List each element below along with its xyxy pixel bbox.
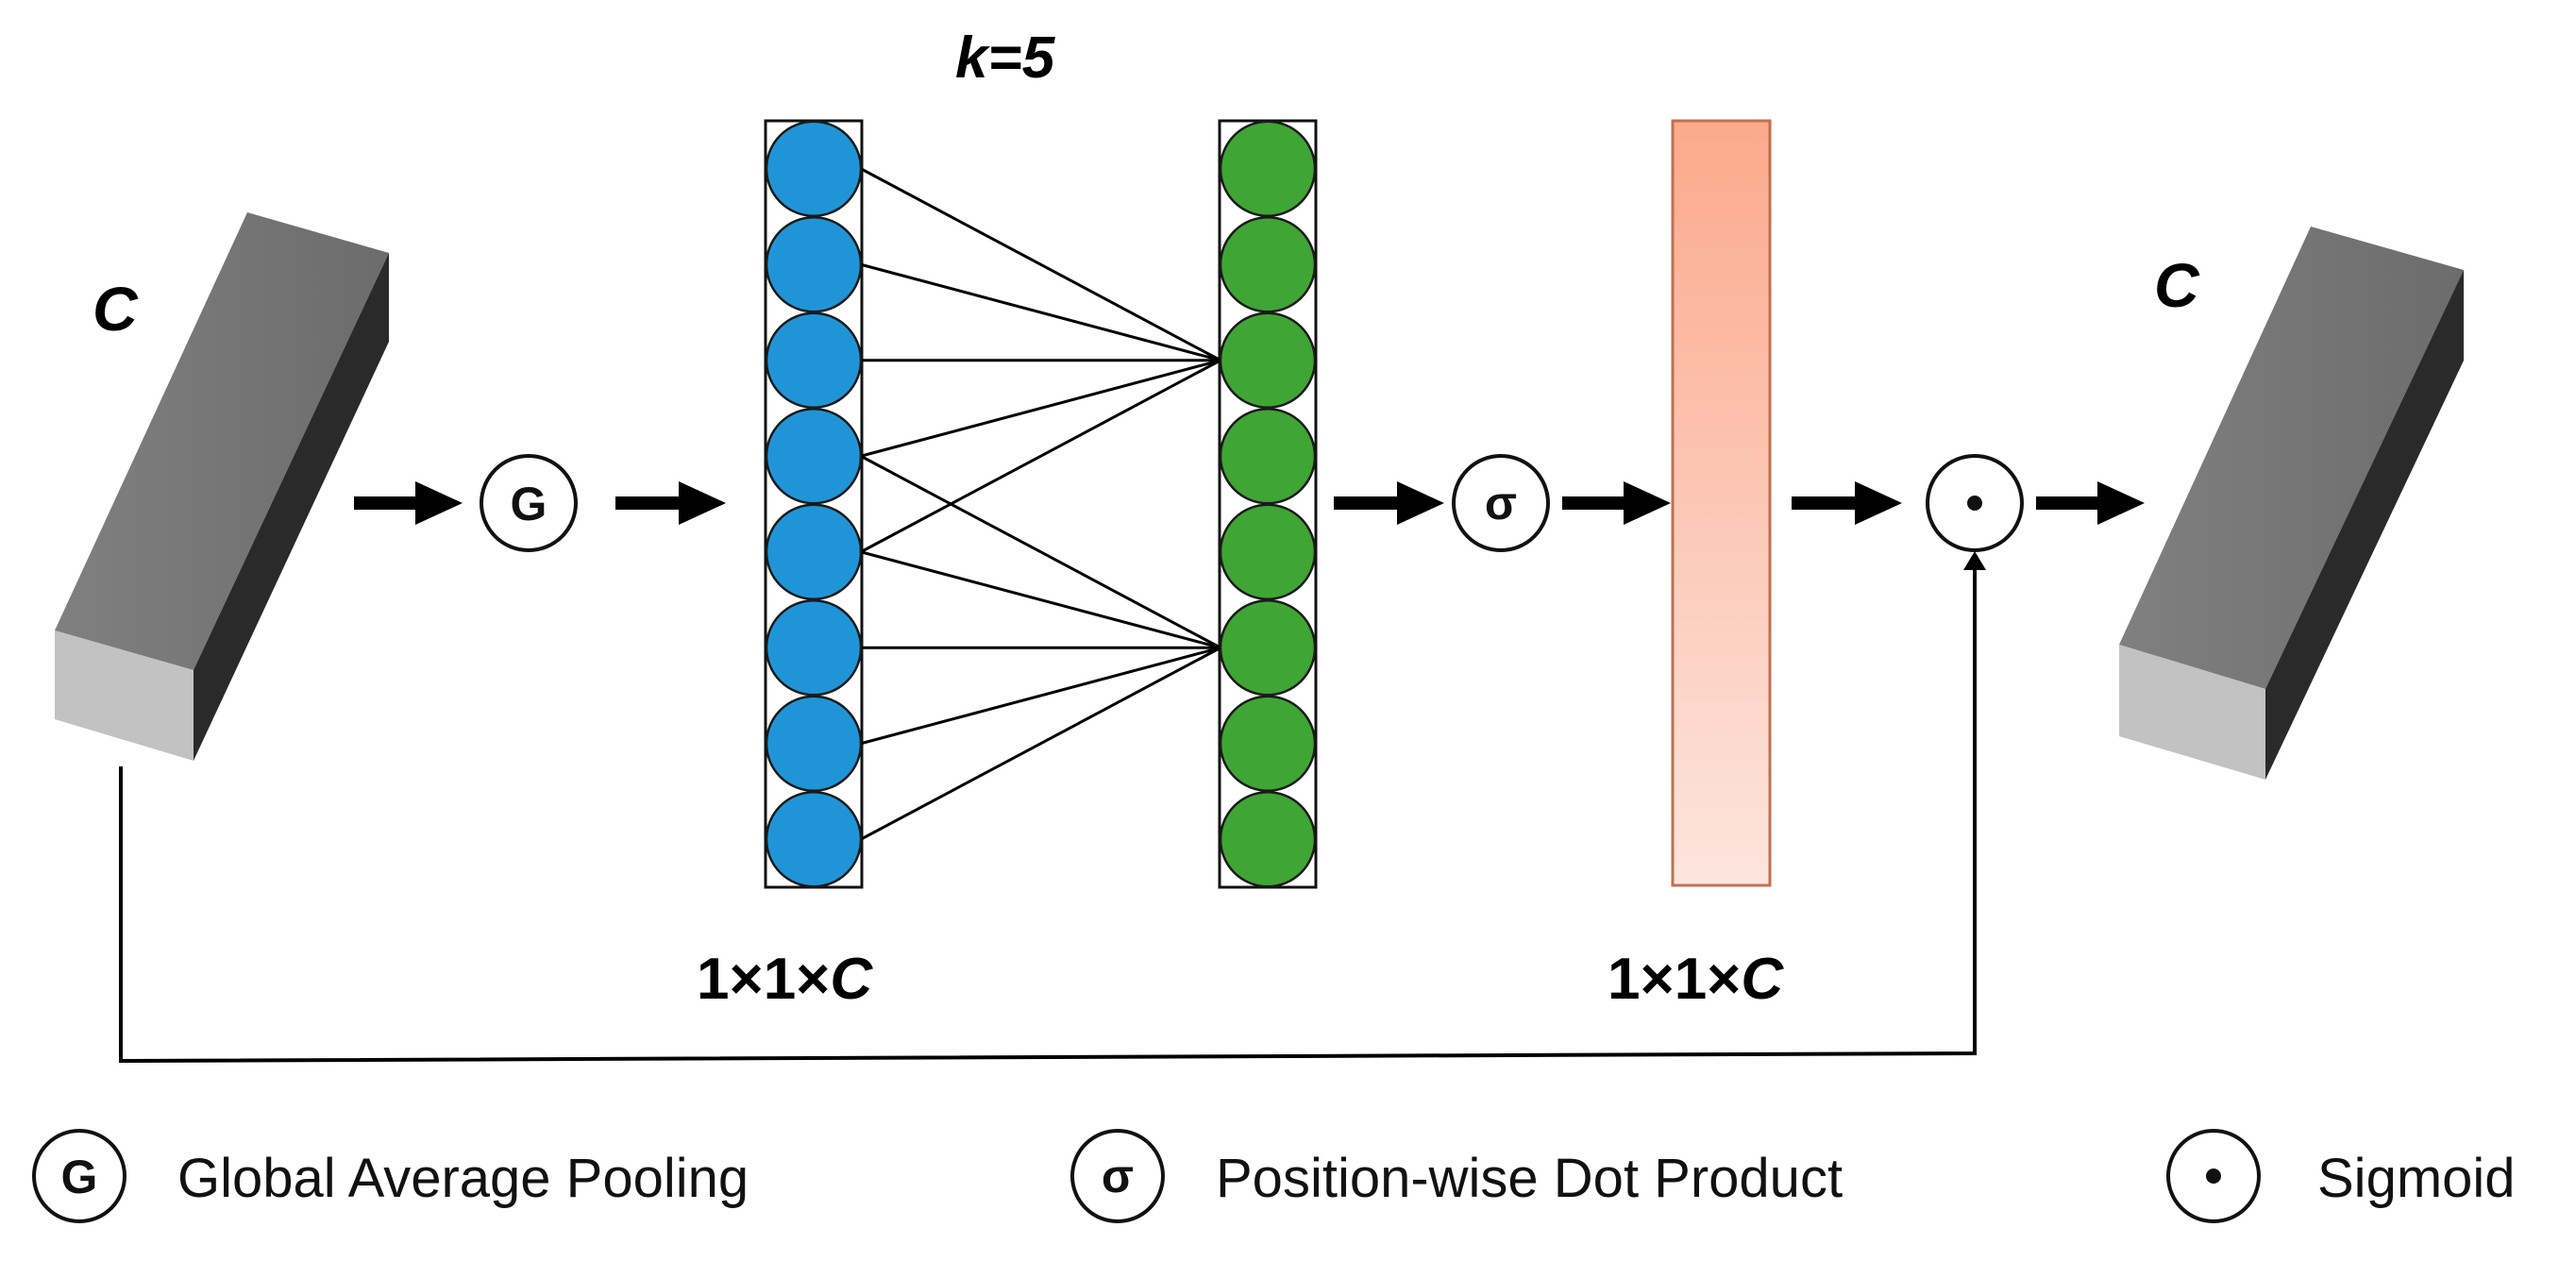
- input-node-5: [765, 503, 863, 600]
- legend-gap-symbol: G: [61, 1151, 98, 1203]
- input-nodes: [765, 120, 863, 888]
- legend: G Global Average Pooling σ Position-wise…: [32, 1129, 2516, 1223]
- input-node-8: [765, 791, 863, 888]
- output-node-3: [1219, 311, 1317, 409]
- connection-line-6-to-5: [860, 646, 1221, 746]
- output-cuboid-top-face: [2119, 227, 2464, 689]
- connection-line-4-to-2: [860, 359, 1221, 554]
- connection-line-0-to-2: [860, 167, 1221, 362]
- input-node-4: [765, 408, 863, 505]
- output-node-4: [1219, 408, 1317, 505]
- input-dim-var: C: [830, 947, 873, 1012]
- legend-item-gap: G Global Average Pooling: [32, 1129, 749, 1223]
- legend-item-dot: Sigmoid: [2166, 1129, 2516, 1223]
- arrow-input-to-gap: [354, 481, 463, 525]
- output-node-8: [1219, 791, 1317, 888]
- arrow-nodes-to-sigma: [1334, 481, 1444, 525]
- gap-operator: G: [480, 454, 578, 552]
- arrow-bar-to-dot: [1792, 481, 1902, 525]
- input-node-6: [765, 599, 863, 697]
- attention-weight-bar: [1671, 119, 1772, 887]
- input-node-7: [765, 695, 863, 792]
- connection-line-7-to-5: [860, 646, 1221, 841]
- skip-connection-arrowhead: [1963, 551, 1986, 570]
- output-channel-label: C: [2154, 250, 2200, 320]
- output-node-5: [1219, 503, 1317, 600]
- legend-dot-center: [2206, 1169, 2221, 1184]
- sigma-operator-circle: [1452, 454, 1550, 552]
- arrow-gap-to-nodes: [615, 481, 726, 525]
- output-dim-label: 1×1×C: [1608, 947, 1784, 1012]
- skip-connection: [119, 551, 1986, 1064]
- sigma-operator: σ: [1452, 454, 1550, 552]
- connection-line-4-to-5: [860, 550, 1221, 649]
- legend-sigma-label: Position-wise Dot Product: [1216, 1148, 1843, 1209]
- connection-line-3-to-5: [860, 454, 1221, 649]
- sigma-operator-symbol: σ: [1485, 477, 1517, 530]
- dot-operator: [1926, 454, 2024, 552]
- gap-operator-symbol: G: [511, 478, 547, 530]
- output-dim-prefix: 1×1×: [1608, 947, 1741, 1012]
- output-feature-cuboid: [2119, 227, 2464, 780]
- output-nodes: [1219, 120, 1317, 888]
- legend-gap-label: Global Average Pooling: [177, 1148, 749, 1209]
- output-cuboid-front-face: [2119, 645, 2265, 780]
- legend-sigma-symbol: σ: [1102, 1150, 1134, 1202]
- output-dim-var: C: [1741, 947, 1784, 1012]
- kernel-connections: [860, 167, 1221, 841]
- output-node-6: [1219, 599, 1317, 697]
- dot-operator-center-dot: [1967, 496, 1982, 511]
- flow-arrows: [354, 481, 2145, 525]
- output-node-1: [1219, 120, 1317, 217]
- connection-line-3-to-2: [860, 359, 1221, 458]
- legend-sigma-circle: [1070, 1129, 1165, 1223]
- legend-gap-circle: [32, 1129, 126, 1223]
- input-cuboid-side-face: [194, 253, 389, 761]
- input-node-1: [765, 120, 863, 217]
- input-cuboid-front-face: [55, 630, 194, 761]
- input-dim-prefix: 1×1×: [697, 947, 830, 1012]
- input-feature-cuboid: [55, 212, 389, 761]
- input-dim-label: 1×1×C: [697, 947, 873, 1012]
- gap-operator-circle: [480, 454, 578, 552]
- output-cuboid-side-face: [2265, 270, 2464, 780]
- input-channel-label: C: [93, 274, 139, 344]
- input-cuboid-top-face: [55, 212, 389, 670]
- legend-item-sigma: σ Position-wise Dot Product: [1070, 1129, 1843, 1223]
- arrow-sigma-to-bar: [1562, 481, 1671, 525]
- legend-dot-label: Sigmoid: [2317, 1148, 2516, 1209]
- input-node-3: [765, 311, 863, 409]
- output-node-2: [1219, 216, 1317, 313]
- connection-line-1-to-2: [860, 262, 1221, 362]
- output-node-7: [1219, 695, 1317, 792]
- kernel-size-label: k=5: [955, 25, 1056, 91]
- arrow-dot-to-output: [2036, 481, 2145, 525]
- input-node-2: [765, 216, 863, 313]
